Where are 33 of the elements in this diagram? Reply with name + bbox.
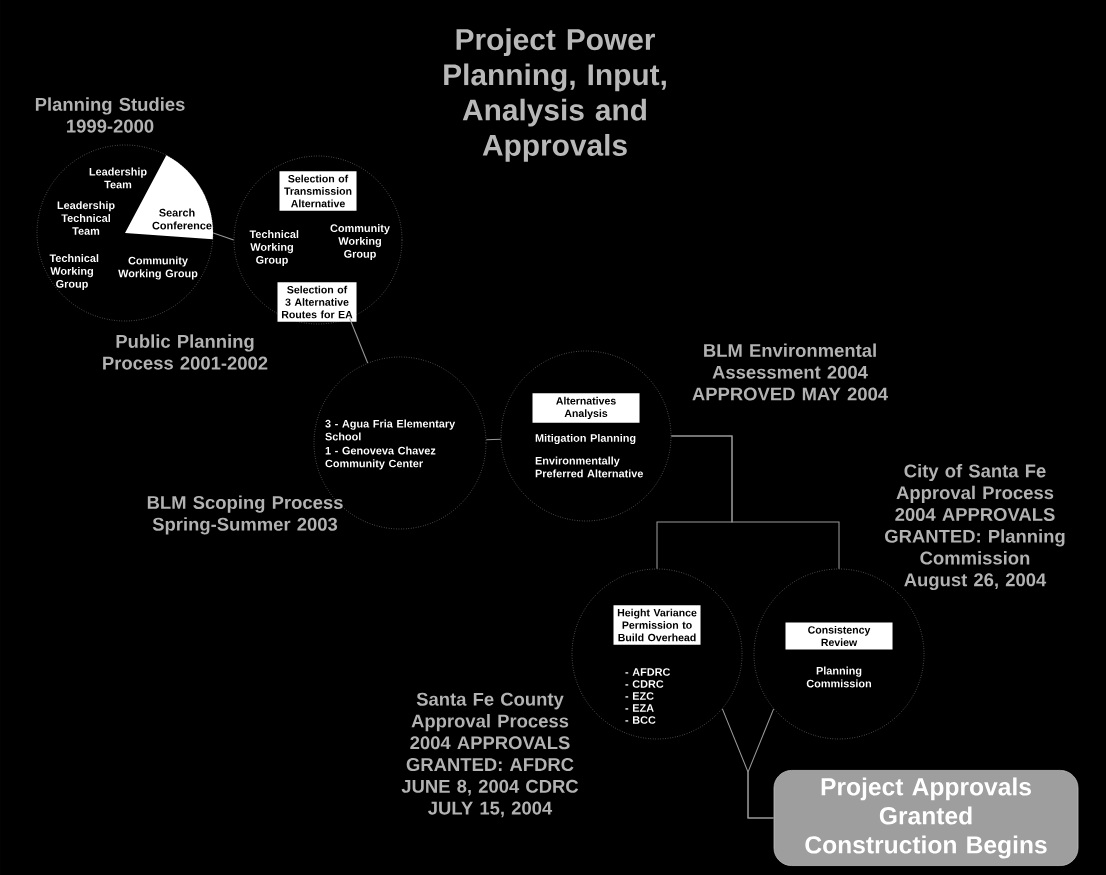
connector-line	[747, 708, 775, 819]
circle-text: Technical Working Group	[249, 230, 299, 266]
circle-text: Community Working Group	[330, 224, 390, 260]
label-box: Selection of 3 Alternative Routes for EA	[277, 282, 357, 322]
label-box: Selection of Transmission Alternative	[279, 171, 357, 211]
heading-text: City of Santa Fe Approval Process 2004 APPROVALS GRANTED: Planning Commission August 26, 2004	[885, 463, 1065, 591]
connector-line	[212, 232, 235, 241]
circle-text: 1 - Genoveva Chavez Community Center	[325, 446, 436, 470]
heading-text: Santa Fe County Approval Process 2004 APPROVALS GRANTED: AFDRC JUNE 8, 2004 CDRC JULY 15, 2004	[401, 692, 579, 818]
label-box: Alternatives Analysis	[532, 393, 640, 423]
circle-text: Leadership Technical Team	[57, 201, 115, 235]
circle-text: - BCC	[625, 716, 656, 724]
circle-text: Technical Working Group	[49, 254, 99, 290]
label-box: Consistency Review	[785, 622, 893, 650]
label-box: Height Variance Permission to Build Overhead	[613, 605, 701, 645]
heading-text: BLM Environmental Assessment 2004 APPROVED MAY 2004	[692, 343, 888, 401]
result-banner: Project Approvals Granted Construction Begins	[773, 770, 1079, 866]
connector-line	[349, 317, 369, 364]
heading-text: Public Planning Process 2001-2002	[103, 334, 268, 370]
heading-text: Planning Studies 1999-2000	[35, 97, 185, 133]
circle-text: Community Working Group	[118, 256, 198, 280]
circle-text: Mitigation Planning	[535, 433, 636, 445]
circle-text: Planning Commission	[806, 666, 871, 688]
circle-text: - CDRC	[625, 680, 664, 688]
title: Project Power Planning, Input, Analysis and Approvals	[444, 28, 666, 162]
circle-text: - AFDRC	[625, 668, 671, 676]
circle-text: 3 - Agua Fria Elementary School	[325, 419, 456, 441]
connector-line	[485, 438, 502, 441]
circle-text: Environmentally Preferred Alternative	[535, 456, 643, 478]
heading-text: BLM Scoping Process Spring-Summer 2003	[147, 495, 343, 535]
connector-line	[670, 435, 840, 570]
circle-text: - EZA	[625, 704, 654, 712]
circle-text: - EZC	[625, 692, 654, 700]
